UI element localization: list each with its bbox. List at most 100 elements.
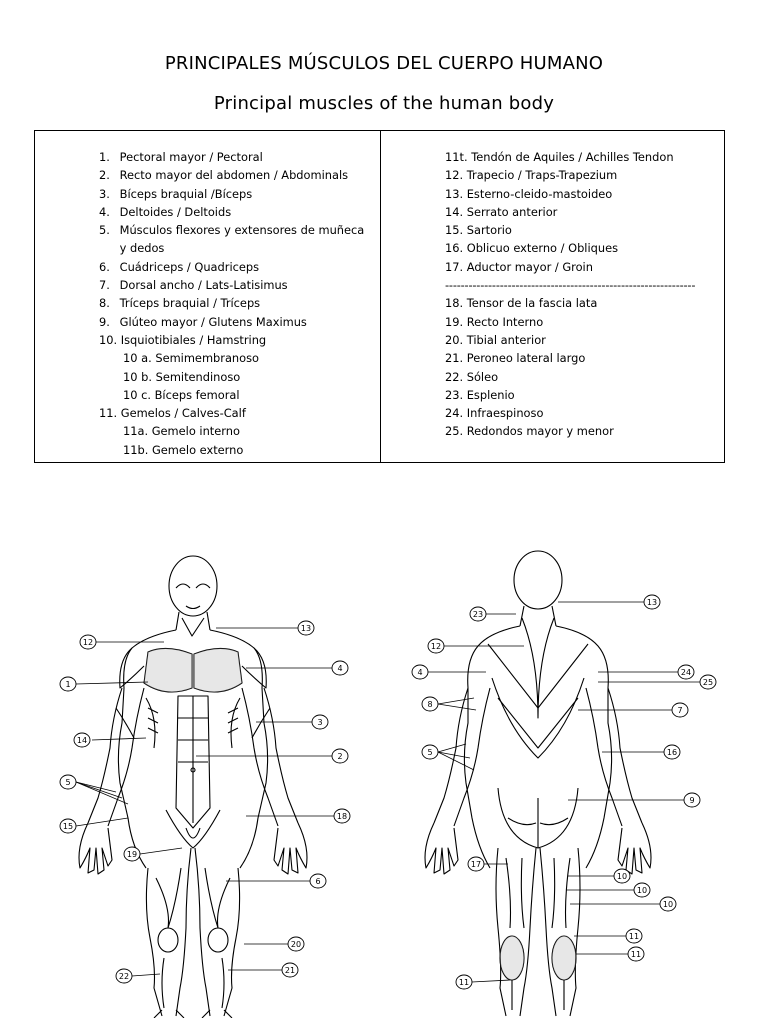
legend-item: 7. Dorsal ancho / Lats-Latisimus [99, 276, 369, 294]
callout-circle [421, 744, 439, 760]
callout-number: 10 [637, 886, 647, 895]
legend-item-text: 10 a. Semimembranoso [123, 351, 260, 366]
callout-number: 22 [119, 972, 129, 981]
legend-item: 10 c. Bíceps femoral [99, 386, 369, 404]
callout-circle [311, 714, 329, 730]
callout-circle [633, 882, 651, 898]
callout-number: 10 [617, 872, 627, 881]
legend-item: 24. Infraespinoso [445, 406, 544, 421]
legend-item-text: Deltoides / Deltoids [119, 204, 232, 219]
legend-item-text: Recto mayor del abdomen / Abdominals [119, 168, 349, 183]
legend-item-number: 2. [99, 168, 110, 183]
legend-item-text: Glúteo mayor / Glutens Maximus [119, 314, 307, 329]
legend-item: 23. Esplenio [445, 387, 515, 402]
callout-circle [73, 732, 91, 748]
callout-number: 1 [65, 680, 70, 689]
callout-circle [59, 818, 77, 834]
legend-item-number: 10. [99, 332, 118, 347]
callout-circle [427, 638, 445, 654]
callout-number: 6 [315, 877, 320, 886]
legend-item-number: 11. [99, 406, 118, 421]
muscle-shading [144, 648, 242, 692]
callout-circle [671, 702, 689, 718]
callout-circle [309, 873, 327, 889]
callout-number: 25 [703, 678, 713, 687]
callout-circle [331, 748, 349, 764]
callout-circle [331, 660, 349, 676]
callout-circle [297, 620, 315, 636]
callout-number: 19 [127, 850, 137, 859]
legend-item: 15. Sartorio [445, 223, 512, 238]
callout-number: 18 [337, 812, 347, 821]
callout-number: 8 [427, 700, 432, 709]
legend-item: 20. Tibial anterior [445, 332, 546, 347]
callout-number: 24 [681, 668, 691, 677]
callout-number: 11 [631, 950, 641, 959]
callout-circle [59, 774, 77, 790]
legend-item: 12. Trapecio / Traps-Trapezium [445, 168, 618, 183]
callout-circle [421, 696, 439, 712]
callout-number: 16 [667, 748, 677, 757]
legend-item-text: Dorsal ancho / Lats-Latisimus [119, 278, 288, 293]
legend-item: 1. Pectoral mayor / Pectoral [99, 148, 369, 166]
callout-circle [287, 936, 305, 952]
legend-item-text: Isquiotibiales / Hamstring [120, 332, 267, 347]
callout-number: 4 [337, 664, 342, 673]
legend-item: 5. Músculos flexores y extensores de muñ… [99, 221, 369, 258]
callout-circle [455, 974, 473, 990]
legend-item: 10 b. Semitendinoso [99, 368, 369, 386]
callout-number: 14 [77, 736, 87, 745]
legend-item-number: 1. [99, 150, 110, 164]
legend-item-number: 5. [99, 223, 110, 238]
callout-number: 13 [301, 624, 311, 633]
callout-circle [699, 674, 717, 690]
callout-number: 11 [459, 978, 469, 987]
page-title-spanish: PRINCIPALES MÚSCULOS DEL CUERPO HUMANO [164, 53, 604, 74]
legend-item: 9. Glúteo mayor / Glutens Maximus [99, 313, 369, 331]
callout-circle [467, 856, 485, 872]
legend-item: 16. Oblicuo externo / Obliques [445, 241, 619, 256]
legend-separator: ----------------------------------------… [445, 278, 696, 293]
callout-circle [59, 676, 77, 692]
legend-item: 10 a. Semimembranoso [99, 349, 369, 367]
legend-item-text: Bíceps braquial /Bíceps [119, 186, 253, 201]
legend-right-column: 11t. Tendón de Aquiles / Achilles Tendon… [445, 148, 715, 441]
legend-item: 13. Esterno-cleido-mastoideo [445, 186, 613, 201]
legend-item-text: Músculos flexores y extensores de muñeca… [119, 223, 365, 256]
callout-circle [625, 928, 643, 944]
legend-item: 3. Bíceps braquial /Bíceps [99, 185, 369, 203]
callout-number: 10 [663, 900, 673, 909]
legend-item-text: Tríceps braquial / Tríceps [119, 296, 261, 311]
callout-number: 11 [629, 932, 639, 941]
legend-item: 2. Recto mayor del abdomen / Abdominals [99, 166, 369, 184]
legend-item-text: Cuádriceps / Quadriceps [119, 259, 260, 274]
callout-number: 5 [65, 778, 70, 787]
legend-item: 6. Cuádriceps / Quadriceps [99, 258, 369, 276]
callout-number: 20 [291, 940, 301, 949]
callout-circle [469, 606, 487, 622]
legend-item-text: Pectoral mayor / Pectoral [119, 150, 263, 164]
legend-item-text: Gemelos / Calves-Calf [120, 406, 246, 421]
callout-number: 4 [417, 668, 422, 677]
callout-number: 15 [63, 822, 73, 831]
legend-item-text: 10 c. Bíceps femoral [123, 387, 240, 402]
callout-circle [663, 744, 681, 760]
legend-item-text: 11a. Gemelo interno [123, 424, 240, 439]
callout-circle [677, 664, 695, 680]
callout-circle [411, 664, 429, 680]
callout-number: 12 [431, 642, 441, 651]
legend-item: 11a. Gemelo interno [99, 422, 369, 440]
callout-circle [115, 968, 133, 984]
callout-number: 9 [689, 796, 694, 805]
legend-item-text: 10 b. Semitendinoso [123, 369, 241, 384]
legend-item-number: 3. [99, 186, 110, 201]
callout-number: 21 [285, 966, 295, 975]
callout-number: 23 [473, 610, 483, 619]
